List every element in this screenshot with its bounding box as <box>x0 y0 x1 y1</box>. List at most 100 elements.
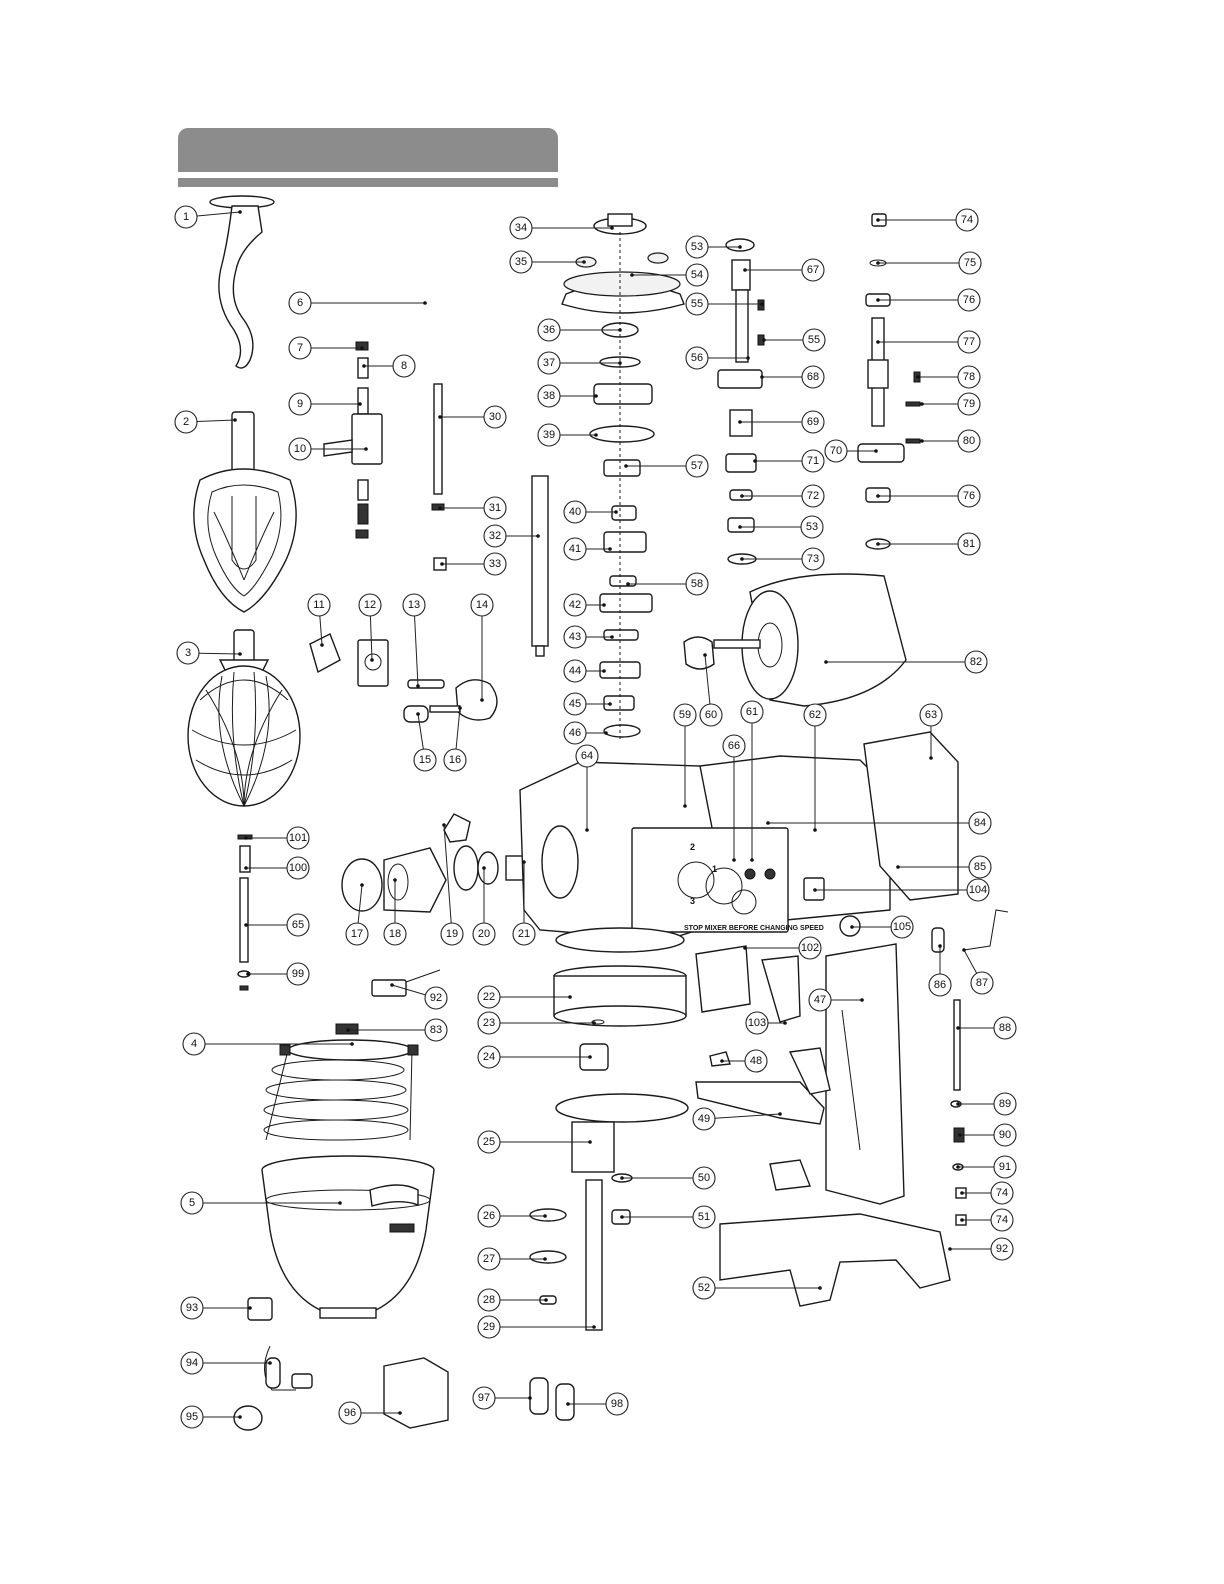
beater-retainer-parts <box>323 341 383 539</box>
callout-label: 59 <box>679 709 691 721</box>
leader-dot <box>602 603 606 607</box>
callout-circle <box>957 429 981 453</box>
callout-98: 98 <box>566 1392 629 1416</box>
leader-line <box>196 419 236 423</box>
callout-circle <box>563 625 587 649</box>
callout-13: 13 <box>402 593 426 688</box>
callout-circle <box>685 292 709 316</box>
callout-71: 71 <box>753 449 825 473</box>
leader-dot <box>536 534 540 538</box>
mixing-bowl <box>261 1155 435 1319</box>
leader-dot <box>438 506 442 510</box>
leader-dot <box>438 415 442 419</box>
callout-circle <box>483 524 507 548</box>
leader-line <box>357 884 363 924</box>
leader-dot <box>618 361 622 365</box>
callout-label: 40 <box>569 506 581 518</box>
callout-label: 76 <box>963 490 975 502</box>
callout-38: 38 <box>537 384 598 408</box>
callout-label: 8 <box>401 360 407 372</box>
callout-77: 77 <box>876 330 981 354</box>
callout-circle <box>957 484 981 508</box>
callout-76: 76 <box>876 484 981 508</box>
callout-label: 45 <box>569 698 581 710</box>
callout-15: 15 <box>413 712 437 772</box>
leader-dot <box>244 836 248 840</box>
callout-56: 56 <box>685 346 750 370</box>
callout-circle <box>692 1166 716 1190</box>
callout-circle <box>808 988 832 1012</box>
callout-label: 78 <box>963 371 975 383</box>
panel-speed-3: 3 <box>690 896 695 906</box>
leader-dot <box>618 328 622 332</box>
callout-label: 33 <box>489 558 501 570</box>
callout-79: 79 <box>920 392 981 416</box>
callout-circle <box>801 258 825 282</box>
callout-72: 72 <box>740 484 825 508</box>
callout-label: 36 <box>543 324 555 336</box>
callout-74: 74 <box>960 1181 1014 1205</box>
callout-label: 55 <box>691 298 703 310</box>
callout-4: 4 <box>182 1032 354 1056</box>
callout-label: 71 <box>807 455 819 467</box>
callout-circle <box>358 593 382 617</box>
callout-30: 30 <box>438 405 507 429</box>
callout-label: 23 <box>483 1017 495 1029</box>
leader-dot <box>608 547 612 551</box>
leader-dot <box>753 459 757 463</box>
planetary-shaft <box>531 475 549 657</box>
panel-speed-2: 2 <box>690 842 695 852</box>
callout-label: 16 <box>449 754 461 766</box>
callout-circle <box>477 1130 501 1154</box>
leader-dot <box>750 858 754 862</box>
callout-circle <box>288 437 312 461</box>
callout-circle <box>740 700 764 724</box>
callout-label: 52 <box>698 1282 710 1294</box>
leader-dot <box>528 1396 532 1400</box>
leader-dot <box>960 1218 964 1222</box>
leader-line <box>417 713 424 750</box>
callout-52: 52 <box>692 1276 822 1300</box>
callout-105: 105 <box>850 915 914 939</box>
panel-speed-1: 1 <box>712 864 717 874</box>
callout-54: 54 <box>630 263 709 287</box>
leader-dot <box>416 684 420 688</box>
electrical-components <box>233 1297 575 1431</box>
callout-circle <box>993 1123 1017 1147</box>
callout-label: 17 <box>351 928 363 940</box>
leader-dot <box>778 1112 782 1116</box>
callout-circle <box>968 811 992 835</box>
leader-dot <box>683 804 687 808</box>
callout-31: 31 <box>438 496 507 520</box>
callout-circle <box>182 1032 206 1056</box>
callout-circle <box>180 1191 204 1215</box>
leader-line <box>414 615 419 687</box>
callout-53: 53 <box>738 515 824 539</box>
callout-96: 96 <box>338 1401 402 1425</box>
attachment-hub-assembly <box>341 813 551 913</box>
wire-whip <box>187 629 301 807</box>
leader-dot <box>320 643 324 647</box>
callout-label: 105 <box>893 921 911 933</box>
callout-70: 70 <box>824 439 878 463</box>
callout-circle <box>180 1405 204 1429</box>
callout-circle <box>968 855 992 879</box>
callout-circle <box>928 973 952 997</box>
callout-label: 85 <box>974 861 986 873</box>
leader-dot <box>338 1201 342 1205</box>
callout-18: 18 <box>383 878 407 946</box>
callout-circle <box>477 1247 501 1271</box>
callout-86: 86 <box>928 944 952 997</box>
callout-93: 93 <box>180 1296 252 1320</box>
callout-circle <box>685 346 709 370</box>
callout-100: 100 <box>244 856 310 880</box>
callout-51: 51 <box>620 1205 716 1229</box>
leader-dot <box>760 302 764 306</box>
callout-90: 90 <box>958 1123 1017 1147</box>
leader-line <box>443 824 452 924</box>
callout-label: 61 <box>746 706 758 718</box>
leader-line <box>369 615 373 661</box>
callout-label: 18 <box>389 928 401 940</box>
callout-42: 42 <box>563 593 606 617</box>
callout-label: 3 <box>185 647 191 659</box>
